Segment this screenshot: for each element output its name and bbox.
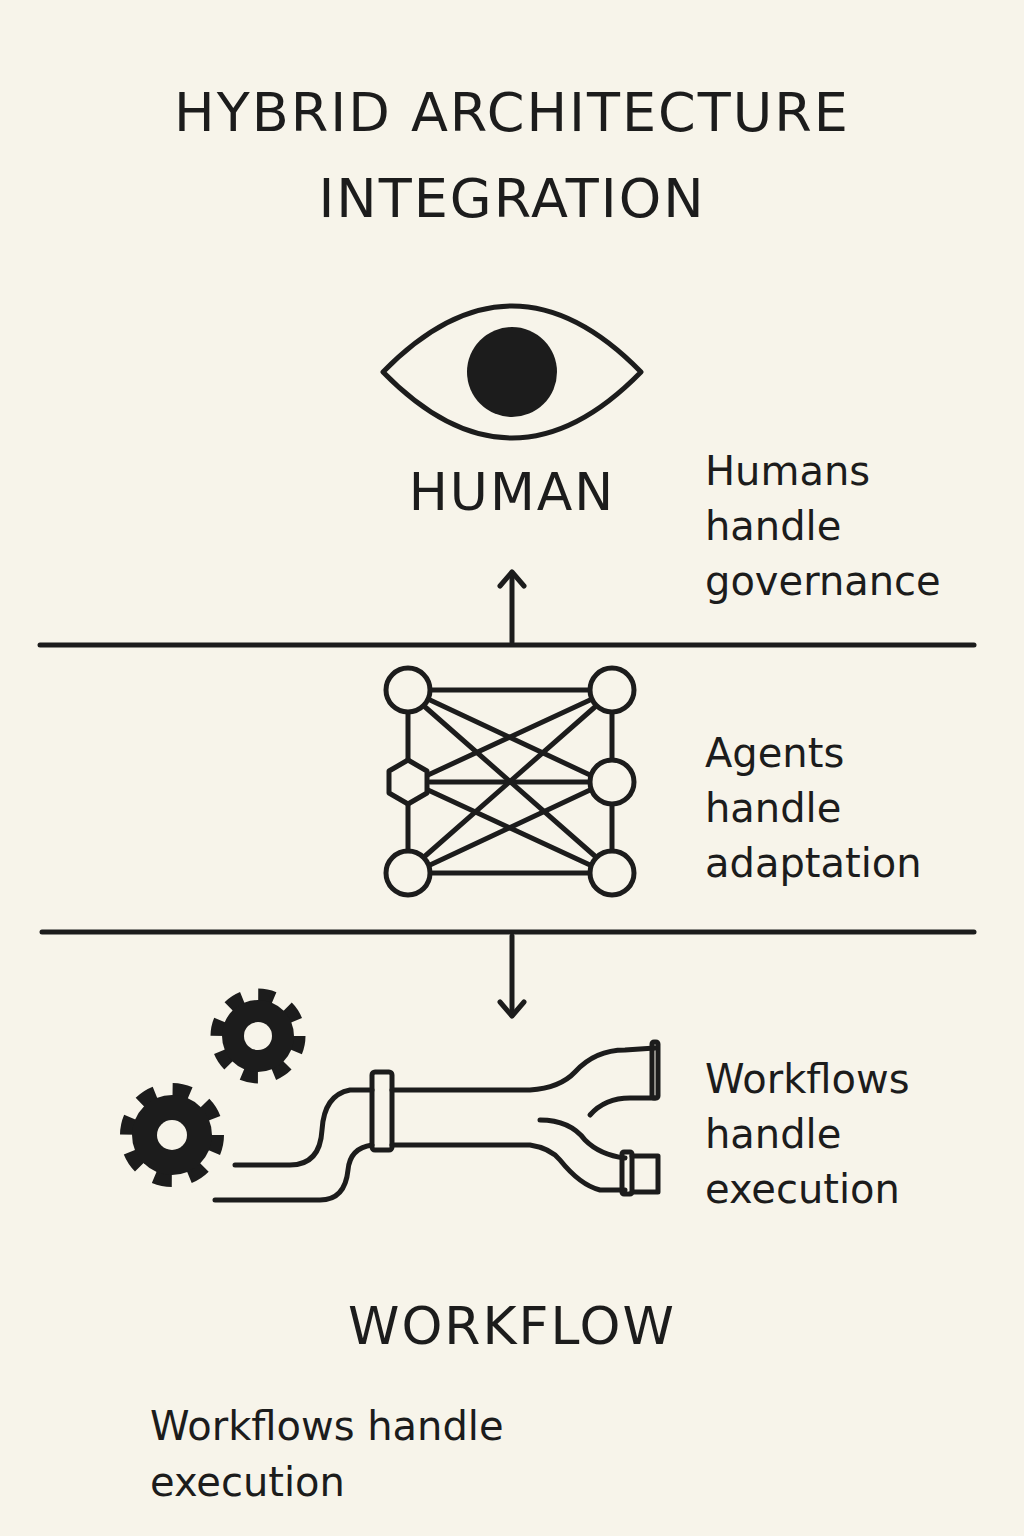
footer-note: Workflows handle execution — [150, 1398, 620, 1510]
network-lines — [408, 690, 612, 873]
layer-note: Agents handle adaptation — [705, 726, 990, 891]
network-nodes — [386, 668, 634, 895]
divider — [42, 930, 974, 935]
diagram-title: HYBRID ARCHITECTURE INTEGRATION — [100, 70, 924, 242]
gear — [218, 996, 298, 1076]
layer-note: Workflows handle execution — [705, 1052, 990, 1217]
divider — [40, 643, 974, 648]
arrow-head — [500, 572, 524, 586]
arrow-up — [510, 574, 515, 642]
gear — [128, 1091, 216, 1179]
arrow-head — [500, 1002, 524, 1016]
arrow-down — [510, 936, 515, 1014]
layer-name: WORKFLOW — [262, 1296, 762, 1356]
eye-pupil — [467, 327, 557, 417]
layer-note: Humans handle governance — [705, 444, 990, 609]
layer-name: HUMAN — [312, 462, 712, 522]
eye-outline — [383, 306, 641, 438]
